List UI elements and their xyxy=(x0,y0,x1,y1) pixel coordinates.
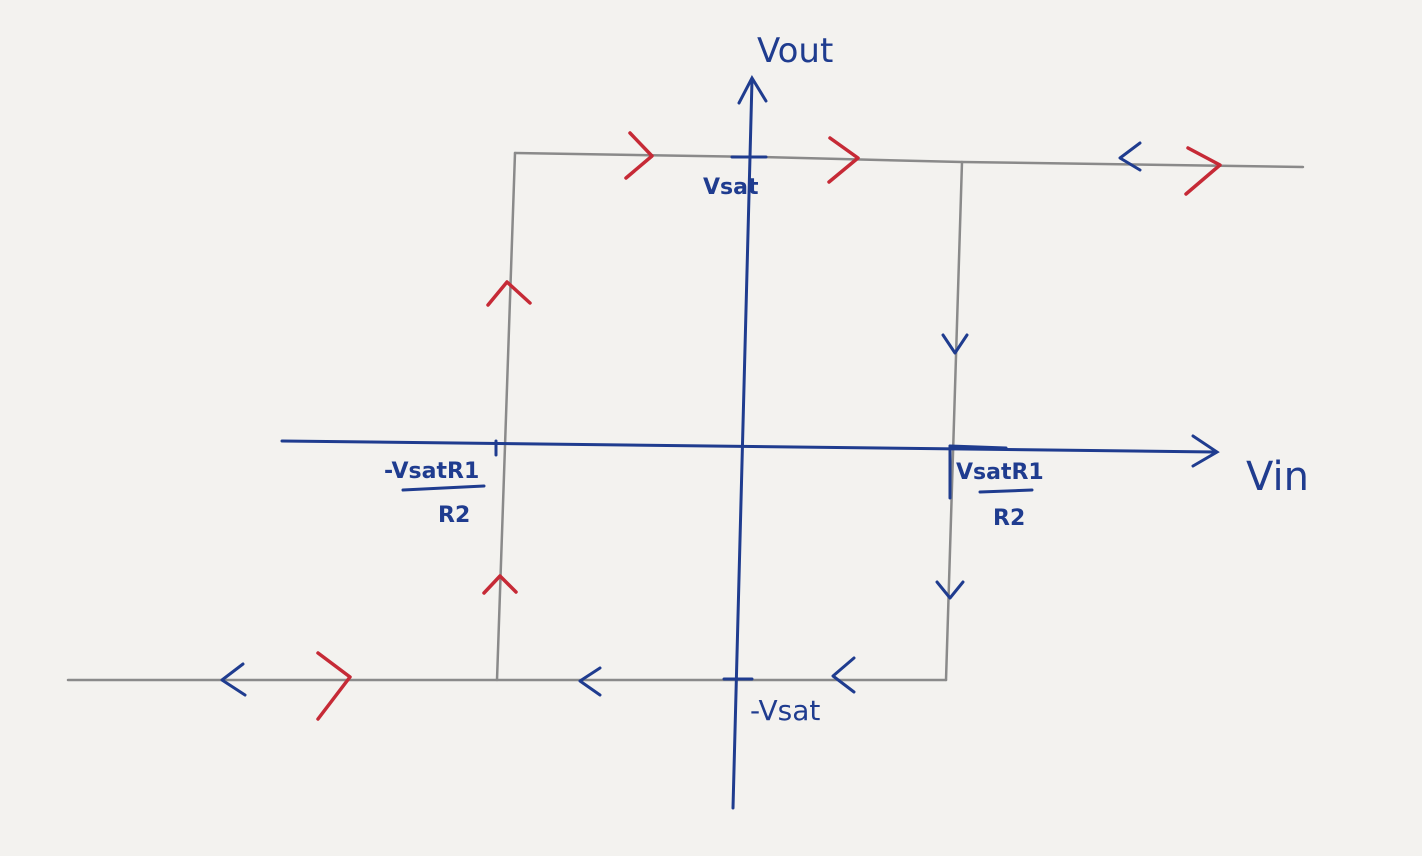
left-arrow-icon xyxy=(1118,141,1142,172)
left-arrow-icon xyxy=(578,666,602,697)
horizontal-axis-arrowhead xyxy=(1191,434,1220,468)
up-arrow-icon xyxy=(486,280,532,307)
vertical-axis xyxy=(731,78,754,810)
down-arrow-icon xyxy=(941,333,969,355)
pos-threshold-fraction-bar xyxy=(978,488,1034,494)
left-arrow-icon xyxy=(831,656,856,694)
vsat-label: Vsat xyxy=(703,175,759,200)
decreasing-direction-arrows xyxy=(220,141,1142,697)
neg-threshold-numerator: -VsatR1 xyxy=(384,459,479,484)
up-arrow-icon xyxy=(482,574,518,595)
neg-threshold-denominator: R2 xyxy=(438,503,470,528)
right-switching-edge xyxy=(944,160,964,682)
pos-threshold-denominator: R2 xyxy=(993,506,1025,531)
right-arrow-icon xyxy=(624,131,654,180)
vout-axis-label: Vout xyxy=(757,31,833,71)
vertical-axis-arrowhead xyxy=(737,74,768,105)
horizontal-axis xyxy=(280,439,1217,454)
down-arrow-icon xyxy=(935,580,965,600)
increasing-direction-arrows xyxy=(316,131,1222,721)
axes xyxy=(280,74,1220,810)
right-arrow-icon xyxy=(1184,146,1222,196)
neg-threshold-fraction-bar xyxy=(401,484,486,492)
labels: Vout Vin Vsat -Vsat -VsatR1 R2 VsatR1 R2 xyxy=(384,31,1309,727)
neg-vsat-label: -Vsat xyxy=(750,694,820,727)
vin-axis-label: Vin xyxy=(1246,454,1309,500)
hysteresis-loop xyxy=(66,151,1305,682)
pos-threshold-tick-top xyxy=(948,444,1008,450)
right-arrow-icon xyxy=(316,651,352,721)
left-switching-edge xyxy=(495,151,517,682)
pos-threshold-numerator: VsatR1 xyxy=(956,460,1044,485)
left-arrow-icon xyxy=(220,662,247,697)
upper-saturation-line xyxy=(513,151,1305,169)
right-arrow-icon xyxy=(827,136,860,184)
